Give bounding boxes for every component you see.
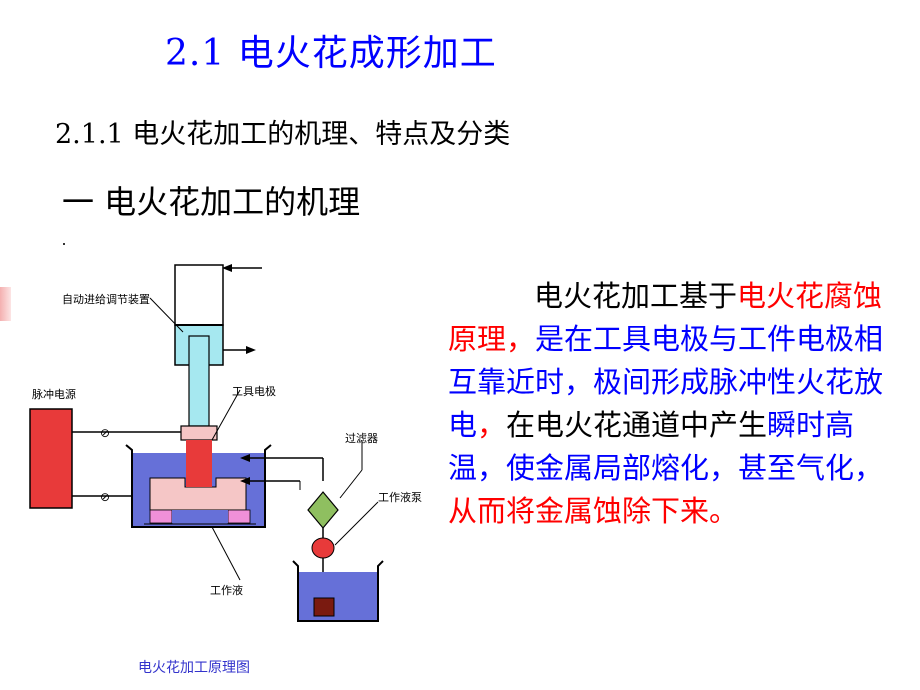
desc-part3: 是在工具电极与工件电极相互靠近时，极间形成脉冲性火花放电 (448, 322, 884, 442)
section-heading: 一 电火花加工的机理 (62, 183, 361, 221)
svg-text:⊘: ⊘ (100, 490, 110, 504)
label-pump: 工作液泵 (378, 491, 422, 504)
svg-text:⊘: ⊘ (100, 426, 110, 440)
section-subtitle: 2.1.1 电火花加工的机理、特点及分类 (55, 119, 511, 150)
label-tool-electrode: 工具电极 (232, 385, 276, 398)
desc-part7: 从而将金属蚀除下来。 (448, 494, 739, 528)
desc-part4: ， (477, 408, 507, 442)
diagram-caption: 电火花加工原理图 (138, 660, 250, 676)
label-pulse-power: 脉冲电源 (32, 388, 76, 401)
description-paragraph: 电火花加工基于电火花腐蚀原理，是在工具电极与工件电极相互靠近时，极间形成脉冲性火… (448, 275, 898, 533)
desc-part1: 电火花加工基于 (534, 279, 738, 313)
slide-title: 2.1 电火花成形加工 (165, 33, 497, 74)
label-auto-feed: 自动进给调节装置 (62, 293, 150, 306)
slide-edge-decoration (0, 287, 11, 321)
desc-part5: 在电火花通道中产生 (506, 408, 768, 442)
desc-part6: 瞬时高温，使金属局部熔化，甚至气化， (448, 408, 884, 485)
bullet-dot (63, 243, 65, 245)
label-filter: 过滤器 (345, 432, 378, 445)
label-fluid: 工作液 (210, 584, 243, 597)
desc-part2: 电火花腐蚀原理， (448, 279, 883, 356)
